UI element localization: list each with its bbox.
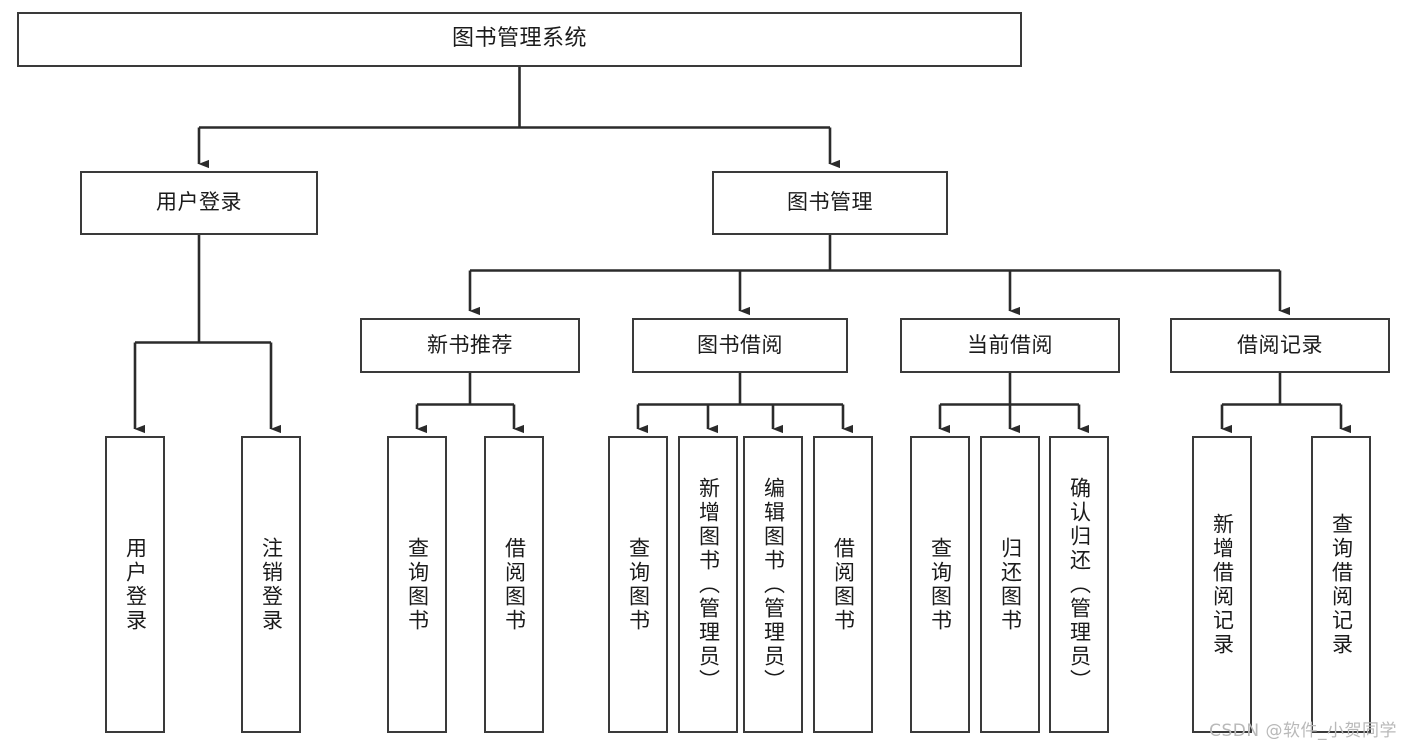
leaf-book-borrow-query-label: 查询图书 xyxy=(626,536,651,633)
leaf-new-book-borrow-label: 借阅图书 xyxy=(502,536,527,633)
leaf-borrow-record-query-label: 查询借阅记录 xyxy=(1329,512,1354,657)
node-borrow-record[interactable]: 借阅记录 xyxy=(1170,318,1390,373)
leaf-book-borrow-add[interactable]: 新增图书（管理员） xyxy=(678,436,738,733)
node-root-system-label: 图书管理系统 xyxy=(451,26,587,52)
node-user-login[interactable]: 用户登录 xyxy=(80,171,318,235)
leaf-current-borrow-confirm[interactable]: 确认归还（管理员） xyxy=(1049,436,1109,733)
leaf-current-borrow-query-label: 查询图书 xyxy=(928,536,953,633)
node-book-borrow[interactable]: 图书借阅 xyxy=(632,318,848,373)
leaf-borrow-record-add[interactable]: 新增借阅记录 xyxy=(1192,436,1252,733)
leaf-new-book-query-label: 查询图书 xyxy=(405,536,430,633)
node-user-login-label: 用户登录 xyxy=(156,190,242,215)
node-book-borrow-label: 图书借阅 xyxy=(697,332,783,357)
leaf-new-book-query[interactable]: 查询图书 xyxy=(387,436,447,733)
leaf-current-borrow-return-label: 归还图书 xyxy=(998,536,1023,633)
leaf-current-borrow-query[interactable]: 查询图书 xyxy=(910,436,970,733)
leaf-new-book-borrow[interactable]: 借阅图书 xyxy=(484,436,544,733)
leaf-book-borrow-query[interactable]: 查询图书 xyxy=(608,436,668,733)
node-new-book-recommend-label: 新书推荐 xyxy=(427,332,513,357)
node-new-book-recommend[interactable]: 新书推荐 xyxy=(360,318,580,373)
node-borrow-record-label: 借阅记录 xyxy=(1237,332,1323,357)
leaf-book-borrow-add-label: 新增图书（管理员） xyxy=(696,476,721,693)
node-current-borrow-label: 当前借阅 xyxy=(967,332,1053,357)
node-current-borrow[interactable]: 当前借阅 xyxy=(900,318,1120,373)
leaf-user-login-logout[interactable]: 注销登录 xyxy=(241,436,301,733)
node-book-manage-label: 图书管理 xyxy=(787,190,873,215)
leaf-book-borrow-borrow[interactable]: 借阅图书 xyxy=(813,436,873,733)
leaf-book-borrow-edit-label: 编辑图书（管理员） xyxy=(761,476,786,693)
leaf-book-borrow-borrow-label: 借阅图书 xyxy=(831,536,856,633)
leaf-book-borrow-edit[interactable]: 编辑图书（管理员） xyxy=(743,436,803,733)
node-root-system[interactable]: 图书管理系统 xyxy=(17,12,1022,67)
leaf-borrow-record-query[interactable]: 查询借阅记录 xyxy=(1311,436,1371,733)
watermark-label: CSDN @软件_小贺同学 xyxy=(1209,721,1397,741)
leaf-user-login-logout-label: 注销登录 xyxy=(259,536,284,633)
node-book-manage[interactable]: 图书管理 xyxy=(712,171,948,235)
leaf-user-login-login[interactable]: 用户登录 xyxy=(105,436,165,733)
leaf-current-borrow-return[interactable]: 归还图书 xyxy=(980,436,1040,733)
leaf-current-borrow-confirm-label: 确认归还（管理员） xyxy=(1067,476,1092,693)
leaf-borrow-record-add-label: 新增借阅记录 xyxy=(1210,512,1235,657)
leaf-user-login-login-label: 用户登录 xyxy=(123,536,148,633)
